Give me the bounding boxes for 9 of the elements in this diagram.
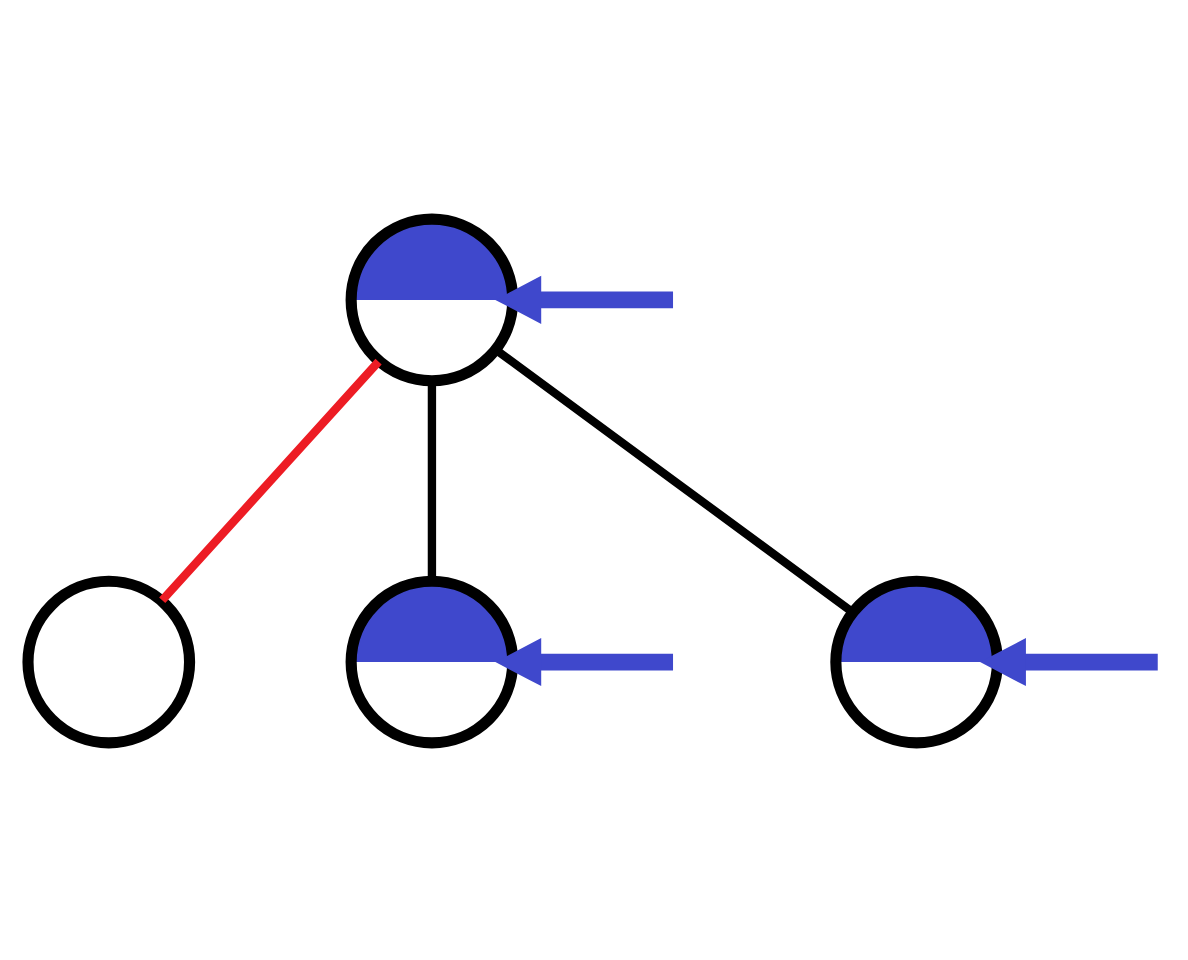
node-circle: [22, 574, 196, 748]
node-circle: [830, 574, 1003, 748]
arrow: [980, 637, 1158, 686]
node-circle: [345, 212, 519, 386]
arrow: [495, 637, 674, 686]
connector: [493, 345, 856, 615]
arrow: [495, 274, 674, 323]
connector: [159, 357, 382, 603]
node-circle: [345, 574, 519, 748]
